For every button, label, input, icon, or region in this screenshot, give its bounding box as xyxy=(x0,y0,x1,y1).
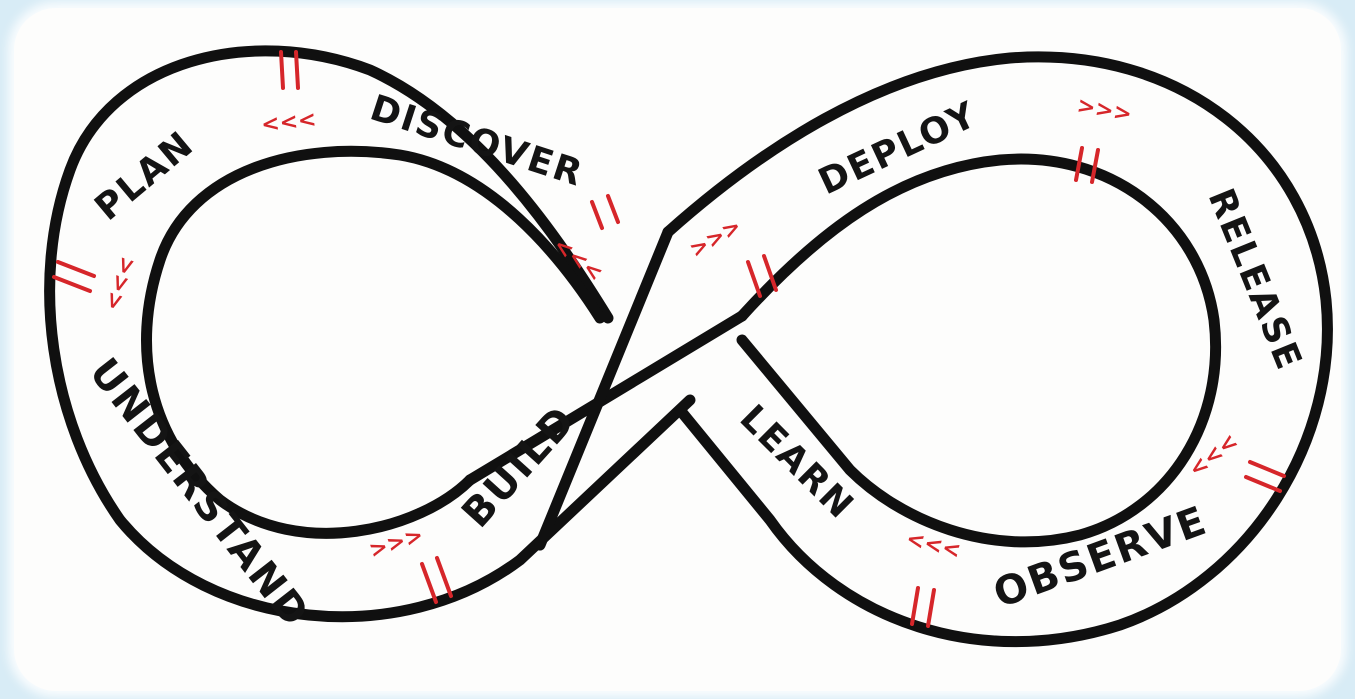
separator-plan-discover xyxy=(279,50,300,90)
separator-observe-learn xyxy=(910,586,936,628)
stage-label-understand: UNDERSTAND xyxy=(80,350,318,637)
left-lobe-outer-rail xyxy=(44,45,696,623)
separator-plan-understand xyxy=(52,260,96,293)
separator-release-observe xyxy=(1244,460,1286,493)
crossing-band-lower-edge xyxy=(534,226,674,551)
separator-crossing-deploy xyxy=(746,254,778,298)
arrow-marker-plan-understand: <<< xyxy=(100,254,141,314)
arrow-marker-crossing-deploy: >>> xyxy=(686,214,746,263)
separator-deploy-release xyxy=(1074,146,1100,184)
right-lobe-inner-rail xyxy=(736,153,1222,548)
left-lobe-inner-rail xyxy=(141,145,606,539)
separator-understand-build xyxy=(420,556,453,604)
right-lobe-outer-rail xyxy=(662,51,1333,648)
arrow-marker-deploy-release: >>> xyxy=(1075,93,1134,127)
separator-discover-crossing xyxy=(590,194,620,230)
stage-label-discover: DISCOVER xyxy=(365,88,588,195)
arrow-marker-discover-plan: <<< xyxy=(260,107,318,138)
